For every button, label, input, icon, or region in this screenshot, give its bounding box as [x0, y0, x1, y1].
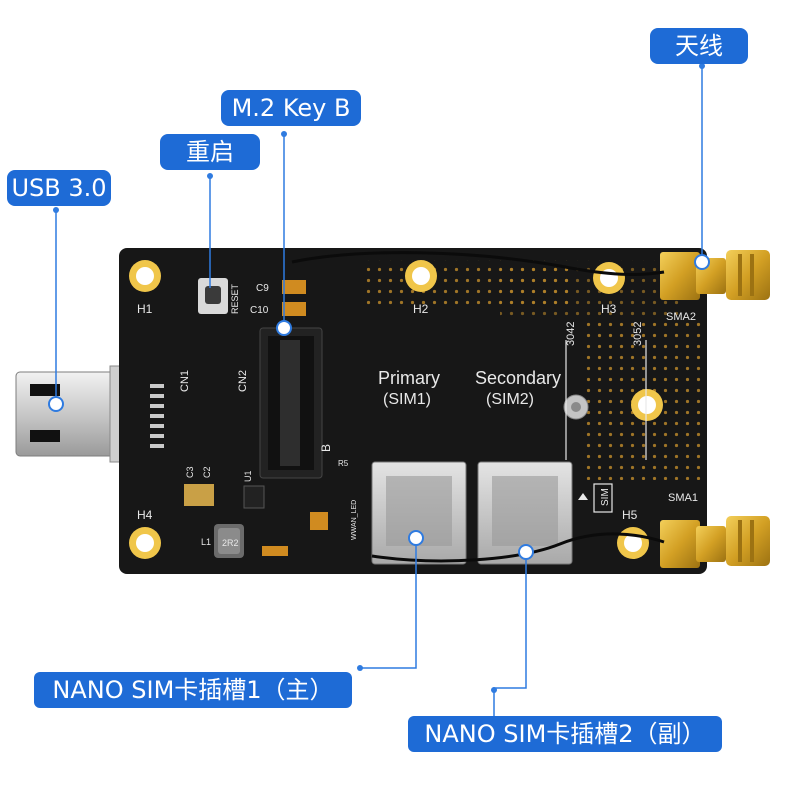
silk-c9: C9	[256, 283, 269, 294]
callout-reset: 重启	[160, 134, 260, 170]
silk-h1: H1	[137, 302, 153, 316]
silk-wwan-led: WWAN_LED	[351, 500, 358, 540]
silk-3042: 3042	[565, 322, 577, 346]
silk-h2: H2	[413, 302, 429, 316]
callout-nano-sim-1: NANO SIM卡插槽1（主）	[34, 672, 352, 708]
silk-reset: RESET	[230, 283, 240, 314]
silk-inductor: 2R2	[222, 538, 239, 548]
sma-connector-bottom	[660, 516, 770, 568]
silk-primary-sub: (SIM1)	[383, 391, 431, 408]
silk-cn1: CN1	[179, 370, 191, 392]
silk-sma2: SMA2	[666, 311, 696, 323]
callout-usb: USB 3.0	[7, 170, 111, 206]
silk-3052: 3052	[632, 322, 644, 346]
silk-secondary: Secondary	[475, 368, 561, 388]
silk-h3: H3	[601, 302, 617, 316]
silk-l1: L1	[201, 537, 211, 547]
silk-primary: Primary	[378, 368, 440, 388]
silk-b: B	[319, 444, 333, 452]
silk-h4: H4	[137, 508, 153, 522]
sma-connector-top	[660, 250, 770, 300]
silk-sim: SIM	[600, 488, 611, 506]
silk-u1: U1	[243, 470, 253, 482]
callout-m2-key-b: M.2 Key B	[221, 90, 361, 126]
callout-nano-sim-2: NANO SIM卡插槽2（副）	[408, 716, 722, 752]
silk-r5: R5	[338, 459, 349, 468]
reset-button-part	[198, 278, 228, 314]
silk-c10: C10	[250, 305, 269, 316]
silk-secondary-sub: (SIM2)	[486, 391, 534, 408]
silk-h5: H5	[622, 508, 638, 522]
silk-c2: C2	[202, 466, 212, 478]
sim-slot-primary	[371, 461, 467, 565]
silk-sma1: SMA1	[668, 492, 698, 504]
sim-slot-secondary	[477, 461, 573, 565]
callout-antenna: 天线	[650, 28, 748, 64]
m2-socket	[259, 327, 323, 479]
silk-cn2: CN2	[237, 370, 249, 392]
silk-c3: C3	[185, 466, 195, 478]
callout-leader-lines	[55, 66, 703, 716]
